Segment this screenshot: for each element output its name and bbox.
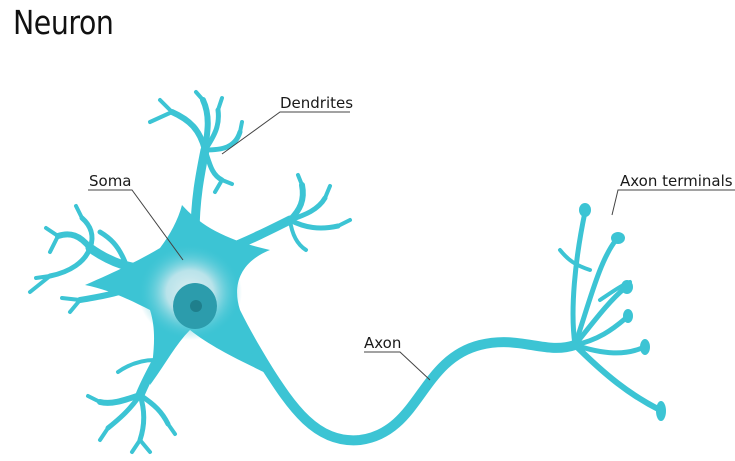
axon — [255, 342, 575, 440]
leader-axon-terminals — [612, 190, 735, 215]
dendrite-right — [225, 175, 350, 250]
axon-terminals — [560, 212, 660, 410]
dendrite-top — [150, 92, 242, 235]
neuron-shape — [30, 92, 666, 452]
label-axon: Axon — [364, 334, 401, 352]
label-axon-terminals: Axon terminals — [620, 172, 733, 190]
leader-axon — [364, 352, 430, 380]
nucleolus — [190, 300, 202, 312]
label-dendrites: Dendrites — [280, 94, 353, 112]
label-soma: Soma — [89, 172, 132, 190]
